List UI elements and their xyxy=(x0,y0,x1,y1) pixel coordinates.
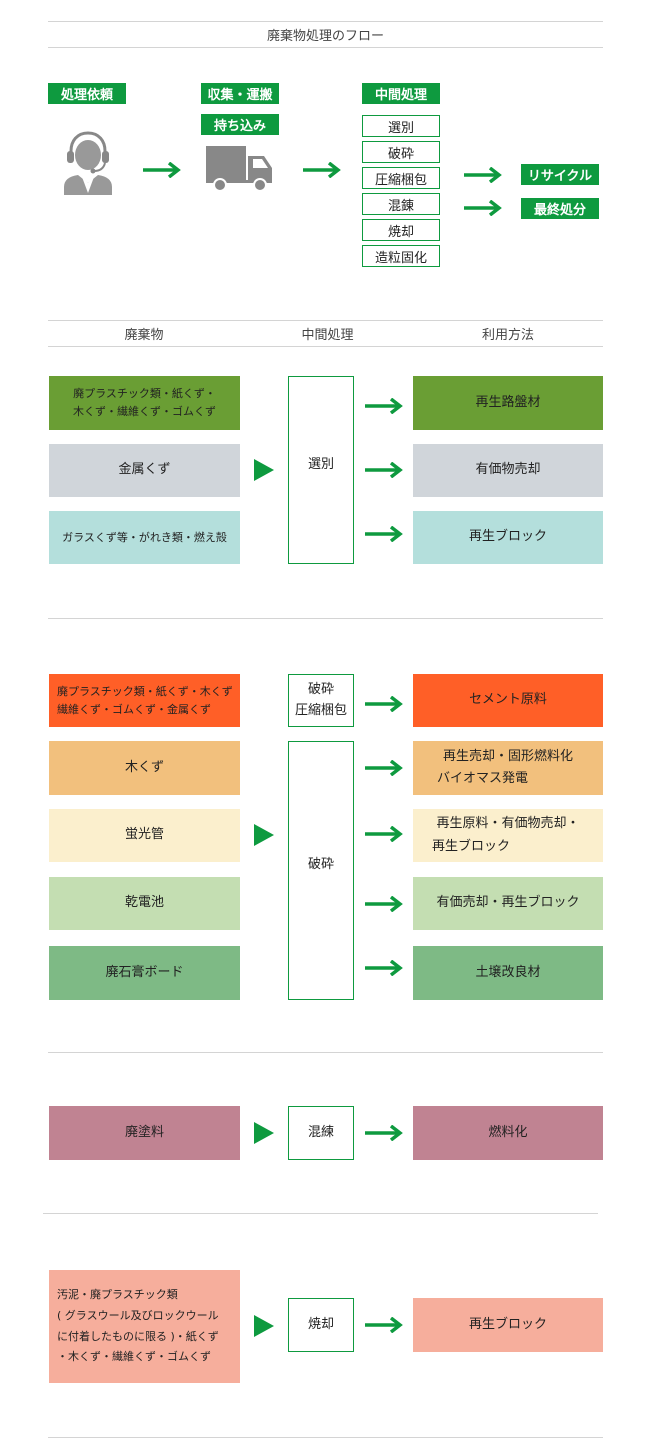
result-box: 再生ブロック xyxy=(413,511,603,564)
arrow-right-icon xyxy=(365,896,403,912)
divider xyxy=(48,618,603,619)
arrow-right-icon xyxy=(365,1317,403,1333)
process-label: 圧縮梱包 xyxy=(294,702,347,718)
arrow-right-icon xyxy=(303,162,341,178)
divider xyxy=(48,346,603,347)
result-label: バイオマス発電 xyxy=(437,771,529,786)
process-label: 選別 xyxy=(307,456,334,472)
process-compression: 圧縮梱包 xyxy=(362,167,440,189)
process-label: 焼却 xyxy=(307,1316,334,1332)
process-label: 破砕 xyxy=(307,681,334,697)
waste-box: 木くず xyxy=(49,741,240,795)
waste-box: 蛍光管 xyxy=(49,809,240,862)
waste-box: 廃石膏ボード xyxy=(49,946,240,1000)
waste-label: に付着したものに限る )・紙くず xyxy=(57,1329,219,1343)
operator-icon xyxy=(64,131,112,195)
divider xyxy=(48,1437,603,1438)
collect-tag: 収集・運搬 xyxy=(201,83,279,104)
waste-label: 廃プラスチック類・紙くず・ xyxy=(73,387,216,401)
waste-label: 汚泥・廃プラスチック類 xyxy=(57,1287,178,1301)
divider xyxy=(48,21,603,22)
arrow-right-icon xyxy=(464,167,502,183)
column-header-waste: 廃棄物 xyxy=(124,328,164,343)
flow-title: 廃棄物処理のフロー xyxy=(266,29,384,44)
waste-box: ガラスくず等・がれき類・燃え殻 xyxy=(49,511,240,564)
result-label: 再生ブロック xyxy=(432,838,511,854)
result-box: 再生路盤材 xyxy=(413,376,603,430)
waste-label: 木くず・繊維くず・ゴムくず xyxy=(73,405,216,418)
process-crushing: 破砕 xyxy=(362,141,440,163)
arrow-right-icon xyxy=(365,826,403,842)
process-sorting: 選別 xyxy=(362,115,440,137)
bring-tag: 持ち込み xyxy=(201,114,279,135)
divider xyxy=(48,1052,603,1053)
waste-box: 汚泥・廃プラスチック類 ( グラスウール及びロックウール に付着したものに限る … xyxy=(49,1270,240,1383)
play-arrow-icon xyxy=(254,459,274,481)
recycle-tag: リサイクル xyxy=(521,164,599,185)
truck-icon xyxy=(206,146,272,192)
intermediate-tag: 中間処理 xyxy=(362,83,440,104)
waste-label: 繊維くず・ゴムくず・金属くず xyxy=(57,702,211,716)
process-box: 混練 xyxy=(288,1106,354,1160)
process-incineration: 焼却 xyxy=(362,219,440,241)
arrow-right-icon xyxy=(365,398,403,414)
process-box: 焼却 xyxy=(288,1298,354,1352)
waste-box: 金属くず xyxy=(49,444,240,497)
waste-box: 廃プラスチック類・紙くず・木くず 繊維くず・ゴムくず・金属くず xyxy=(49,674,240,727)
arrow-right-icon xyxy=(365,960,403,976)
result-box: 燃料化 xyxy=(413,1106,603,1160)
process-box: 破砕 圧縮梱包 xyxy=(288,674,354,727)
arrow-right-icon xyxy=(464,200,502,216)
divider xyxy=(48,320,603,321)
waste-box: 廃塗料 xyxy=(49,1106,240,1160)
arrow-right-icon xyxy=(365,696,403,712)
arrow-right-icon xyxy=(365,1125,403,1141)
process-box: 選別 xyxy=(288,376,354,564)
disposal-tag: 最終処分 xyxy=(521,198,599,219)
arrow-right-icon xyxy=(143,162,181,178)
arrow-right-icon xyxy=(365,760,403,776)
divider xyxy=(43,1213,598,1214)
waste-label: ・木くず・繊維くず・ゴムくず xyxy=(57,1350,211,1364)
waste-label: ( グラスウール及びロックウール xyxy=(57,1308,219,1322)
column-header-method: 利用方法 xyxy=(481,328,534,343)
result-box: 有価売却・再生ブロック xyxy=(413,877,603,930)
result-box: セメント原料 xyxy=(413,674,603,727)
result-label: 再生原料・有価物売却・ xyxy=(436,816,580,832)
process-box: 破砕 xyxy=(288,741,354,1000)
column-header-process: 中間処理 xyxy=(301,328,354,343)
waste-label: 廃プラスチック類・紙くず・木くず xyxy=(57,684,233,698)
result-box: 再生売却・固形燃料化 バイオマス発電 xyxy=(413,741,603,795)
arrow-right-icon xyxy=(365,462,403,478)
waste-box: 廃プラスチック類・紙くず・ 木くず・繊維くず・ゴムくず xyxy=(49,376,240,430)
process-kneading: 混錬 xyxy=(362,193,440,215)
divider xyxy=(48,47,603,48)
request-tag: 処理依頼 xyxy=(48,83,126,104)
process-label: 破砕 xyxy=(307,857,334,873)
result-box: 土壌改良材 xyxy=(413,946,603,1000)
play-arrow-icon xyxy=(254,824,274,846)
play-arrow-icon xyxy=(254,1122,274,1144)
waste-box: 乾電池 xyxy=(49,877,240,930)
result-box: 再生ブロック xyxy=(413,1298,603,1352)
result-label: 再生売却・固形燃料化 xyxy=(442,748,573,764)
process-label: 混練 xyxy=(307,1124,334,1140)
process-granulation: 造粒固化 xyxy=(362,245,440,267)
arrow-right-icon xyxy=(365,526,403,542)
play-arrow-icon xyxy=(254,1315,274,1337)
result-box: 再生原料・有価物売却・ 再生ブロック xyxy=(413,809,603,862)
result-box: 有価物売却 xyxy=(413,444,603,497)
